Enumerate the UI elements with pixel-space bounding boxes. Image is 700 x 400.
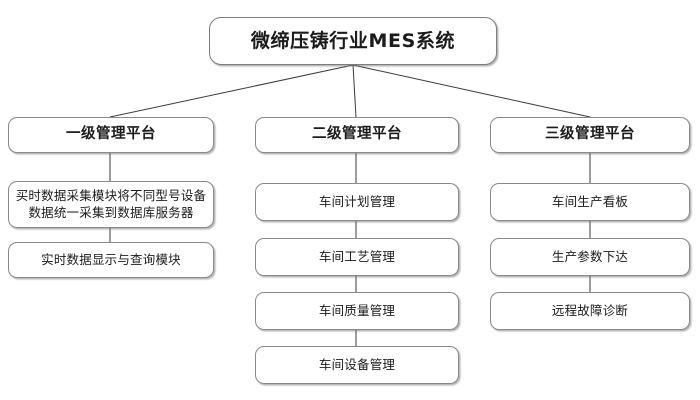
node-col3-item-3-label: 远程故障诊断 xyxy=(551,302,629,318)
node-level-1-platform[interactable]: 一级管理平台 xyxy=(8,117,214,153)
node-level-2-platform[interactable]: 二级管理平台 xyxy=(255,117,459,153)
node-root-mes-system[interactable]: 微缔压铸行业MES系统 xyxy=(209,17,497,65)
node-col1-item-2-label: 实时数据显示与查询模块 xyxy=(41,251,181,267)
node-col2-item-4-label: 车间设备管理 xyxy=(318,356,396,372)
node-col3-item-3[interactable]: 远程故障诊断 xyxy=(490,292,690,330)
node-col2-item-2-label: 车间工艺管理 xyxy=(318,248,396,264)
node-level-1-label: 一级管理平台 xyxy=(66,126,156,143)
node-col2-item-4[interactable]: 车间设备管理 xyxy=(255,346,459,384)
node-level-2-label: 二级管理平台 xyxy=(312,126,402,143)
node-root-label: 微缔压铸行业MES系统 xyxy=(250,29,456,52)
connector-root-to-level3 xyxy=(352,64,591,118)
node-level-3-platform[interactable]: 三级管理平台 xyxy=(490,117,690,153)
node-col2-item-2[interactable]: 车间工艺管理 xyxy=(255,238,459,276)
node-col3-item-2[interactable]: 生产参数下达 xyxy=(490,238,690,276)
node-col3-item-2-label: 生产参数下达 xyxy=(551,248,629,264)
node-col2-item-3[interactable]: 车间质量管理 xyxy=(255,292,459,330)
node-col1-item-1[interactable]: 买时数据采集模块将不同型号设备数据统一采集到数据库服务器 xyxy=(8,181,214,228)
node-col3-item-1[interactable]: 车间生产看板 xyxy=(490,183,690,221)
node-col3-item-1-label: 车间生产看板 xyxy=(551,193,629,209)
connector-root-to-level1 xyxy=(109,64,354,118)
node-col1-item-1-label: 买时数据采集模块将不同型号设备数据统一采集到数据库服务器 xyxy=(15,188,207,220)
node-col2-item-3-label: 车间质量管理 xyxy=(318,302,396,318)
node-level-3-label: 三级管理平台 xyxy=(545,126,635,143)
node-col2-item-1-label: 车间计划管理 xyxy=(318,193,396,209)
node-col1-item-2[interactable]: 实时数据显示与查询模块 xyxy=(8,242,214,278)
connector-root-to-level2 xyxy=(352,64,357,118)
node-col2-item-1[interactable]: 车间计划管理 xyxy=(255,183,459,221)
